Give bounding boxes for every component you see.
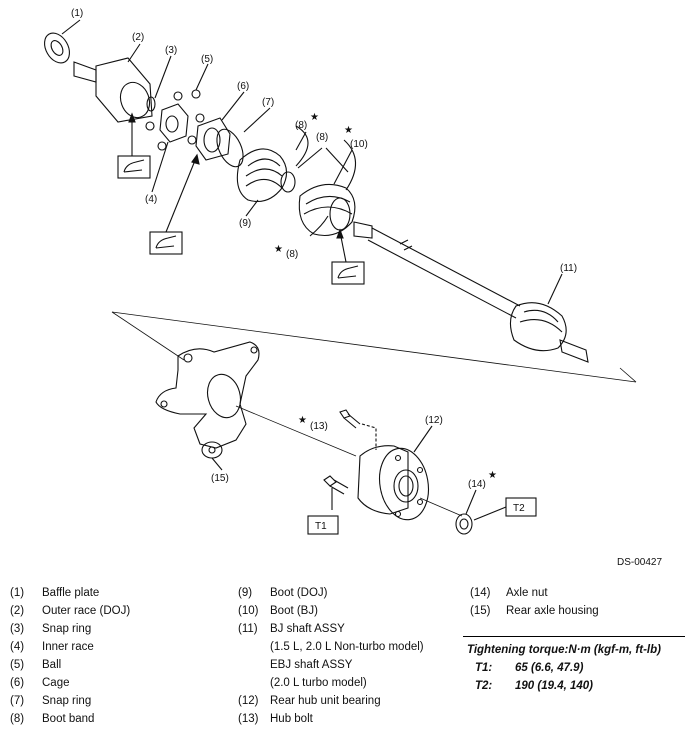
callout-8c: (8) xyxy=(286,249,298,260)
legend-item: (8)Boot band xyxy=(10,713,95,725)
cage xyxy=(195,117,231,161)
callout-13: (13) xyxy=(310,421,328,432)
document-code: DS-00427 xyxy=(617,557,663,568)
legend-item: (5)Ball xyxy=(10,659,62,671)
callout-3: (3) xyxy=(165,45,177,56)
legend-item: (15)Rear axle housing xyxy=(470,605,599,617)
callout-1: (1) xyxy=(71,8,83,19)
boot-band xyxy=(343,139,357,191)
star-8b: ★ xyxy=(344,125,353,136)
legend-item: (4)Inner race xyxy=(10,641,94,653)
rear-axle-housing xyxy=(155,341,260,459)
star-8c: ★ xyxy=(274,244,283,255)
callout-7: (7) xyxy=(262,97,274,108)
snap-ring-3 xyxy=(146,96,156,112)
hub-bolt xyxy=(339,409,377,450)
legend-subline: (1.5 L, 2.0 L Non-turbo model) xyxy=(270,641,424,653)
grease-icon xyxy=(117,112,151,179)
leader-line xyxy=(61,19,81,35)
legend-item: (14)Axle nut xyxy=(470,587,548,599)
callout-8b: (8) xyxy=(316,132,328,143)
star-8a: ★ xyxy=(310,112,319,123)
torque-box-t1 xyxy=(307,515,339,535)
torque-heading: Tightening torque:N·m (kgf-m, ft-lb) xyxy=(467,644,661,656)
legend-item: (3)Snap ring xyxy=(10,623,92,635)
bj-shaft-assy xyxy=(353,221,589,363)
star-13: ★ xyxy=(298,415,307,426)
torque-row-t2: T2:190 (19.4, 140) xyxy=(475,680,594,692)
legend-item: (7)Snap ring xyxy=(10,695,92,707)
legend-column-2: (9)Boot (DOJ) (10)Boot (BJ) (11)BJ shaft… xyxy=(238,584,424,728)
legend-item: (6)Cage xyxy=(10,677,70,689)
exploded-diagram: (1) (2) (3) (5) (6) (7) (8) ★ (8) ★ (10)… xyxy=(44,8,637,535)
legend-subline: EBJ shaft ASSY xyxy=(270,659,353,671)
boot-bj xyxy=(298,183,356,237)
callout-14: (14) xyxy=(468,479,486,490)
baffle-plate xyxy=(44,32,70,64)
grease-icon xyxy=(149,153,200,255)
callout-8a: (8) xyxy=(295,120,307,131)
boot-band xyxy=(295,125,309,167)
legend-column-1: (1)Baffle plate (2)Outer race (DOJ) (3)S… xyxy=(10,584,130,728)
balls xyxy=(145,89,205,151)
legend-column-3: (14)Axle nut (15)Rear axle housing xyxy=(470,584,599,620)
legend-item: (1)Baffle plate xyxy=(10,587,100,599)
callout-10: (10) xyxy=(350,139,368,150)
boot-band xyxy=(309,215,329,237)
legend-item: (12)Rear hub unit bearing xyxy=(238,695,381,707)
inner-race xyxy=(159,103,189,143)
rear-hub-unit-bearing xyxy=(357,445,429,521)
callout-5: (5) xyxy=(201,54,213,65)
snap-ring-7 xyxy=(216,128,244,168)
callout-11: (11) xyxy=(560,263,577,274)
hub-bolt xyxy=(323,475,349,510)
callout-2: (2) xyxy=(132,32,144,43)
torque-label-t2: T2 xyxy=(513,503,525,514)
grease-icon xyxy=(331,228,365,285)
callout-6: (6) xyxy=(237,81,249,92)
legend-item: (10)Boot (BJ) xyxy=(238,605,318,617)
callout-12: (12) xyxy=(425,415,443,426)
guide-lines xyxy=(111,311,637,517)
tightening-torque-table: Tightening torque:N·m (kgf-m, ft-lb) T1:… xyxy=(463,636,685,695)
callout-4: (4) xyxy=(145,194,157,205)
torque-row-t1: T1:65 (6.6, 47.9) xyxy=(475,662,584,674)
legend-subline: (2.0 L turbo model) xyxy=(270,677,367,689)
torque-label-t1: T1 xyxy=(315,521,327,532)
callout-15: (15) xyxy=(211,473,229,484)
boot-doj xyxy=(236,148,296,203)
legend-item: (2)Outer race (DOJ) xyxy=(10,605,131,617)
legend-item: (13)Hub bolt xyxy=(238,713,313,725)
star-14: ★ xyxy=(488,470,497,481)
callout-9: (9) xyxy=(239,218,251,229)
legend-item: (11)BJ shaft ASSY xyxy=(238,623,345,635)
axle-nut xyxy=(455,513,473,535)
outer-race-doj xyxy=(73,57,153,123)
legend-item: (9)Boot (DOJ) xyxy=(238,587,328,599)
